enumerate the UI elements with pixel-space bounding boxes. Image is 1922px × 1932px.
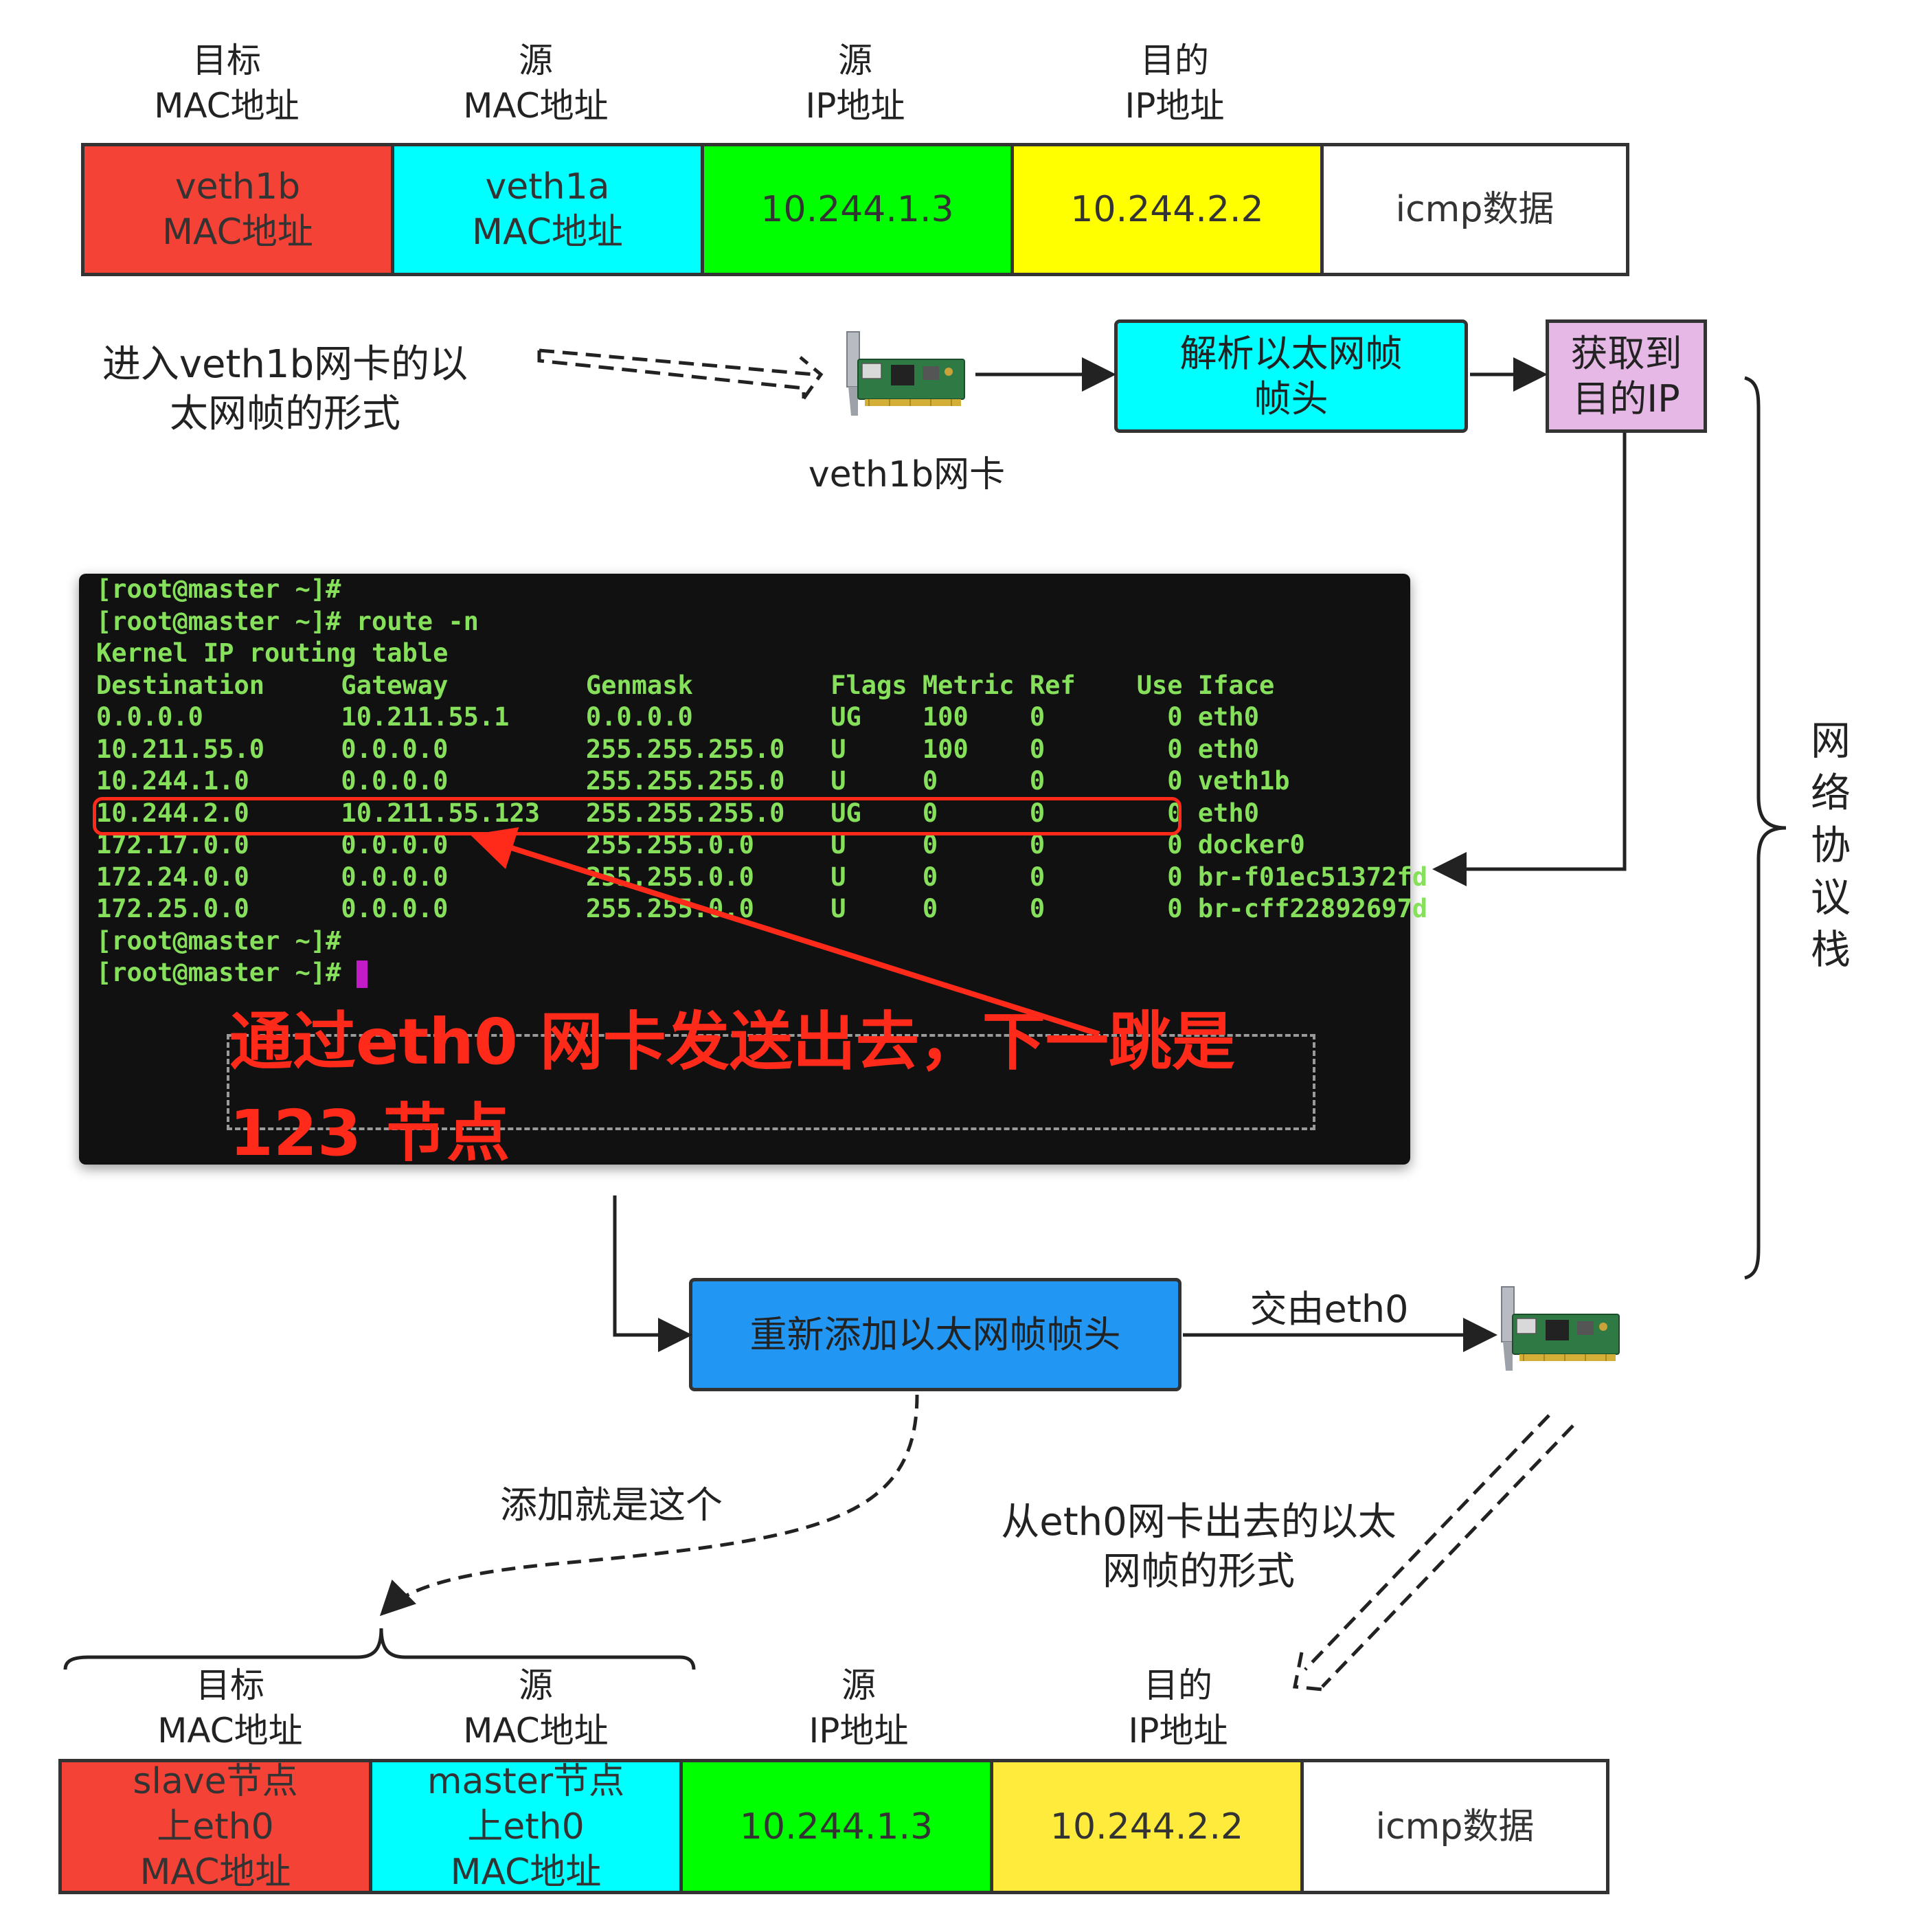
- add-this-label: 添加就是这个: [500, 1483, 723, 1527]
- veth1b-nic-label: veth1b网卡: [808, 454, 1006, 495]
- bottom-cell-payload: icmp数据: [1304, 1762, 1606, 1891]
- terminal-line: 172.24.0.0 0.0.0.0 255.255.0.0 U 0 0 0 b…: [96, 862, 1428, 892]
- add-this-arrow: [379, 1394, 919, 1617]
- top-ethernet-frame: veth1b MAC地址 veth1a MAC地址 10.244.1.3 10.…: [81, 143, 1629, 276]
- terminal-cursor: [356, 960, 368, 988]
- terminal-prompt: [root@master ~]#: [96, 958, 357, 987]
- bottom-header-src-mac: 源 MAC地址: [463, 1665, 609, 1751]
- top-header-dest-ip: 目的 IP地址: [1124, 41, 1225, 126]
- terminal-line: Kernel IP routing table: [96, 638, 449, 668]
- terminal-line: [root@master ~]#: [96, 925, 341, 956]
- top-cell-payload: icmp数据: [1324, 146, 1626, 273]
- network-card-icon: [1496, 1281, 1627, 1384]
- terminal-line: [root@master ~]#: [96, 957, 1427, 989]
- bottom-header-src-ip: 源 IP地址: [809, 1665, 909, 1751]
- top-header-src-mac: 源 MAC地址: [463, 41, 609, 126]
- bottom-header-dest-ip: 目的 IP地址: [1128, 1665, 1228, 1751]
- bottom-header-dest-mac: 目标 MAC地址: [157, 1665, 303, 1751]
- protocol-stack-brace: [1744, 376, 1787, 1280]
- bottom-cell-src-ip: 10.244.1.3: [683, 1762, 993, 1891]
- route-to-readd-arrow: [613, 1195, 692, 1352]
- terminal-line: Destination Gateway Genmask Flags Metric…: [96, 670, 1275, 700]
- mac-brace: [63, 1628, 696, 1670]
- bottom-cell-dest-ip: 10.244.2.2: [993, 1762, 1304, 1891]
- enter-arrow: [537, 350, 824, 400]
- terminal-window: [79, 574, 1410, 1165]
- bottom-ethernet-frame: slave节点 上eth0 MAC地址 master节点 上eth0 MAC地址…: [58, 1759, 1609, 1894]
- network-card-icon: [841, 326, 972, 429]
- ip-to-route-arrow: [1432, 433, 1627, 886]
- enter-arrow-line: [539, 348, 815, 377]
- terminal-line: 0.0.0.0 10.211.55.1 0.0.0.0 UG 100 0 0 e…: [96, 702, 1259, 732]
- terminal-line: 10.244.1.0 0.0.0.0 255.255.255.0 U 0 0 0…: [96, 766, 1290, 796]
- exit-frame-label: 从eth0网卡出去的以太 网帧的形式: [1001, 1500, 1397, 1594]
- readd-header-box: 重新添加以太网帧帧头: [689, 1278, 1182, 1391]
- enter-frame-label: 进入veth1b网卡的以 太网帧的形式: [102, 342, 468, 436]
- protocol-stack-label: 网 络 协 议 栈: [1810, 717, 1851, 973]
- route-highlight: [93, 797, 1182, 835]
- bottom-cell-dest-mac: slave节点 上eth0 MAC地址: [62, 1761, 372, 1893]
- top-header-src-ip: 源 IP地址: [805, 41, 905, 126]
- get-dest-ip-box: 获取到 目的IP: [1546, 319, 1707, 433]
- bottom-cell-src-mac: master节点 上eth0 MAC地址: [372, 1761, 683, 1893]
- top-cell-src-ip: 10.244.1.3: [704, 146, 1014, 273]
- top-cell-src-mac: veth1a MAC地址: [394, 146, 704, 273]
- terminal-line: 10.211.55.0 0.0.0.0 255.255.255.0 U 100 …: [96, 734, 1259, 764]
- top-header-dest-mac: 目标 MAC地址: [154, 41, 299, 126]
- exit-arrow: [1293, 1414, 1574, 1692]
- parse-header-box: 解析以太网帧 帧头: [1114, 319, 1468, 433]
- annotation-arrow: [470, 827, 1100, 1037]
- terminal-line: 10.244.2.0 10.211.55.123 255.255.255.0 U…: [96, 798, 1259, 828]
- top-cell-dest-mac: veth1b MAC地址: [84, 146, 394, 273]
- terminal-line: [root@master ~]# route -n: [96, 606, 479, 636]
- hand-to-eth0-label: 交由eth0: [1250, 1288, 1409, 1331]
- terminal-line: [root@master ~]#: [96, 574, 341, 604]
- top-cell-dest-ip: 10.244.2.2: [1014, 146, 1324, 273]
